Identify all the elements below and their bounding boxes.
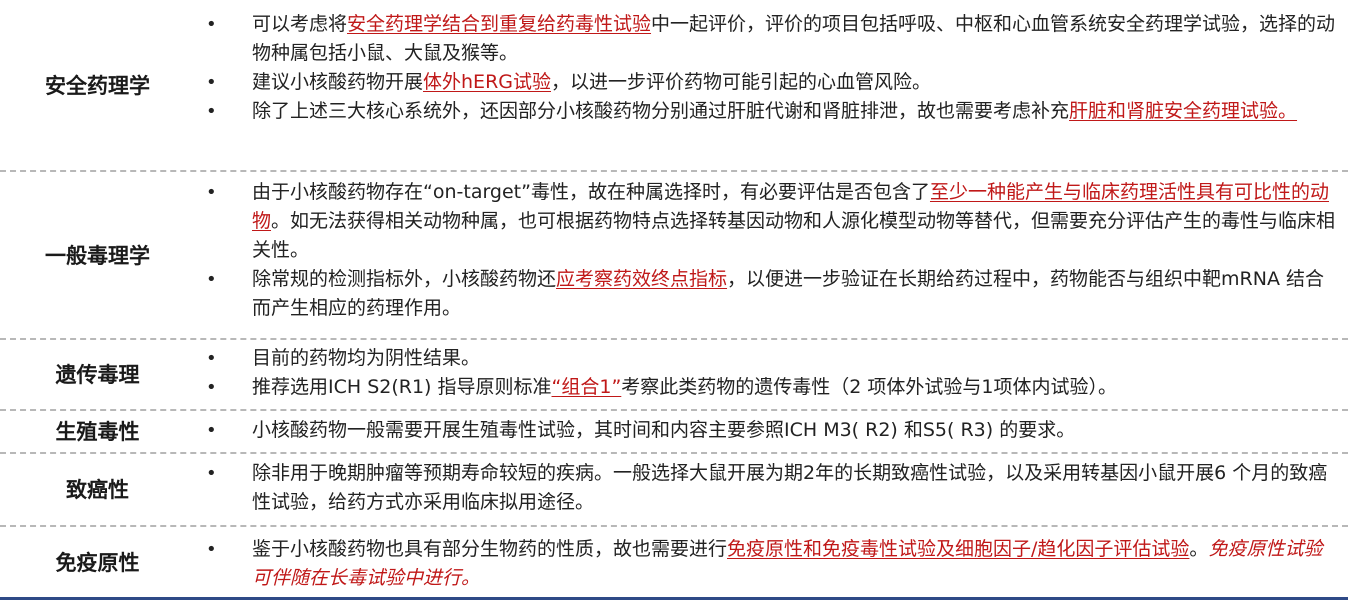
table-row: 致癌性 • 除非用于晚期肿瘤等预期寿命较短的疾病。一般选择大鼠开展为期2年的长期…: [0, 454, 1348, 524]
table-row: 遗传毒理 • 目前的药物均为阴性结果。 • 推荐选用ICH S2(R1) 指导原…: [0, 340, 1348, 408]
list-item: • 除常规的检测指标外，小核酸药物还应考察药效终点指标，以便进一步验证在长期给药…: [200, 265, 1340, 323]
list-item: • 建议小核酸药物开展体外hERG试验，以进一步评价药物可能引起的心血管风险。: [200, 68, 1340, 97]
bullet-icon: •: [206, 377, 217, 398]
bullet-icon: •: [206, 348, 217, 369]
list-item: • 小核酸药物一般需要开展生殖毒性试验，其时间和内容主要参照ICH M3( R2…: [200, 416, 1340, 445]
row-items: • 小核酸药物一般需要开展生殖毒性试验，其时间和内容主要参照ICH M3( R2…: [200, 416, 1340, 445]
row-label: 一般毒理学: [45, 244, 150, 268]
list-item: • 除非用于晚期肿瘤等预期寿命较短的疾病。一般选择大鼠开展为期2年的长期致癌性试…: [200, 459, 1340, 517]
row-items: • 除非用于晚期肿瘤等预期寿命较短的疾病。一般选择大鼠开展为期2年的长期致癌性试…: [200, 459, 1340, 517]
bullet-icon: •: [206, 463, 217, 484]
bullet-icon: •: [206, 101, 217, 122]
row-items: • 可以考虑将安全药理学结合到重复给药毒性试验中一起评价，评价的项目包括呼吸、中…: [200, 10, 1340, 126]
row-items: • 由于小核酸药物存在“on-target”毒性，故在种属选择时，有必要评估是否…: [200, 178, 1340, 323]
bullet-icon: •: [206, 269, 217, 290]
row-label: 遗传毒理: [55, 363, 140, 387]
bullet-icon: •: [206, 420, 217, 441]
list-item: • 由于小核酸药物存在“on-target”毒性，故在种属选择时，有必要评估是否…: [200, 178, 1340, 265]
row-label: 免疫原性: [55, 551, 140, 575]
list-item: • 除了上述三大核心系统外，还因部分小核酸药物分别通过肝脏代谢和肾脏排泄，故也需…: [200, 97, 1340, 126]
list-item: • 可以考虑将安全药理学结合到重复给药毒性试验中一起评价，评价的项目包括呼吸、中…: [200, 10, 1340, 68]
table-row: 免疫原性 • 鉴于小核酸药物也具有部分生物药的性质，故也需要进行免疫原性和免疫毒…: [0, 527, 1348, 597]
list-item: • 鉴于小核酸药物也具有部分生物药的性质，故也需要进行免疫原性和免疫毒性试验及细…: [200, 535, 1340, 593]
row-divider: [0, 452, 1348, 454]
table-row: 一般毒理学 • 由于小核酸药物存在“on-target”毒性，故在种属选择时，有…: [0, 172, 1348, 338]
row-divider: [0, 525, 1348, 527]
row-items: • 目前的药物均为阴性结果。 • 推荐选用ICH S2(R1) 指导原则标准“组…: [200, 344, 1340, 402]
row-divider: [0, 338, 1348, 340]
bullet-icon: •: [206, 14, 217, 35]
list-item: • 推荐选用ICH S2(R1) 指导原则标准“组合1”考察此类药物的遗传毒性（…: [200, 373, 1340, 402]
bullet-icon: •: [206, 182, 217, 203]
row-label: 安全药理学: [45, 74, 150, 98]
table-bottom-border: [0, 597, 1348, 600]
row-divider: [0, 170, 1348, 172]
row-divider: [0, 409, 1348, 411]
table-row: 安全药理学 • 可以考虑将安全药理学结合到重复给药毒性试验中一起评价，评价的项目…: [0, 0, 1348, 170]
list-item: • 目前的药物均为阴性结果。: [200, 344, 1340, 373]
row-label: 致癌性: [66, 478, 129, 502]
bullet-icon: •: [206, 72, 217, 93]
row-items: • 鉴于小核酸药物也具有部分生物药的性质，故也需要进行免疫原性和免疫毒性试验及细…: [200, 535, 1340, 593]
row-label: 生殖毒性: [55, 420, 140, 444]
table-row: 生殖毒性 • 小核酸药物一般需要开展生殖毒性试验，其时间和内容主要参照ICH M…: [0, 411, 1348, 451]
bullet-icon: •: [206, 539, 217, 560]
